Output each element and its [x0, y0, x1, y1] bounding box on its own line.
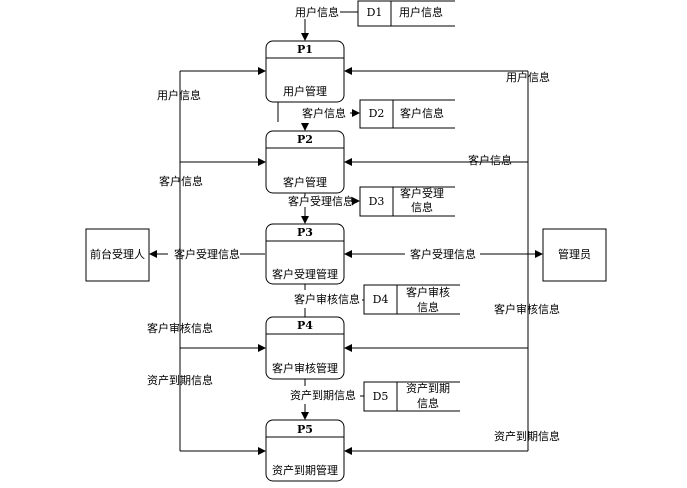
right-asset-label: 资产到期信息	[494, 429, 560, 443]
store-d2-id: D2	[369, 107, 385, 120]
process-p5-name: 资产到期管理	[272, 463, 338, 477]
store-d1-name: 用户信息	[399, 5, 443, 19]
store-d5: D5 资产到期 信息	[363, 381, 460, 412]
process-p4-id: P4	[297, 319, 313, 332]
process-p1-id: P1	[297, 43, 313, 56]
flow-p4-d5-label: 资产到期信息	[290, 388, 356, 402]
store-d4-name-line1: 客户审核	[406, 285, 450, 299]
store-d3-id: D3	[369, 195, 385, 208]
process-p2-name: 客户管理	[283, 175, 327, 189]
process-p3-name: 客户受理管理	[272, 267, 338, 281]
flow-p4-to-d5: 资产到期信息	[290, 379, 364, 420]
process-p4-name: 客户审核管理	[272, 361, 338, 375]
entity-admin: 管理员	[542, 228, 607, 282]
entity-front-desk-label: 前台受理人	[90, 247, 145, 261]
store-d5-id: D5	[373, 390, 389, 403]
flow-p3-to-d4: 客户审核信息	[294, 284, 364, 317]
flow-p3-d4-label: 客户审核信息	[294, 292, 360, 306]
store-d1-id: D1	[367, 6, 383, 19]
flow-p2-to-d3: 客户受理信息	[288, 193, 360, 224]
right-audit-label: 客户审核信息	[494, 302, 560, 316]
right-bus: 用户信息 客户信息 客户受理信息 客户审核信息 资产到期信息	[344, 67, 560, 455]
store-d4: D4 客户审核 信息	[363, 284, 460, 315]
store-d3: D3 客户受理 信息	[359, 186, 455, 217]
right-customer-label: 客户信息	[468, 153, 512, 167]
store-d2-name: 客户信息	[400, 106, 444, 120]
flow-top-to-p1: 用户信息	[295, 5, 358, 41]
process-p1: P1 用户管理	[265, 40, 345, 103]
process-p3: P3 客户受理管理	[265, 223, 345, 285]
flow-p2-d3-label: 客户受理信息	[288, 194, 354, 208]
process-p5: P5 资产到期管理	[265, 419, 345, 482]
store-d4-id: D4	[373, 293, 389, 306]
process-p3-id: P3	[297, 226, 313, 239]
right-accept-label: 客户受理信息	[410, 247, 476, 261]
left-accept-label: 客户受理信息	[174, 247, 240, 261]
left-customer-label: 客户信息	[159, 174, 203, 188]
store-d4-name-line2: 信息	[417, 300, 439, 314]
store-d3-name-line2: 信息	[411, 200, 433, 214]
flow-top-in-label: 用户信息	[295, 5, 339, 19]
process-p5-id: P5	[297, 423, 313, 436]
left-audit-label: 客户审核信息	[147, 321, 213, 335]
entity-admin-label: 管理员	[558, 247, 591, 261]
flow-p1-to-d2: 客户信息	[277, 102, 360, 131]
right-user-label: 用户信息	[506, 70, 550, 84]
store-d2: D2 客户信息	[359, 99, 455, 129]
process-p2-id: P2	[297, 133, 313, 146]
store-d5-name-line2: 信息	[417, 396, 439, 410]
left-user-label: 用户信息	[157, 88, 201, 102]
process-p1-name: 用户管理	[283, 84, 327, 98]
process-p4: P4 客户审核管理	[265, 316, 345, 380]
store-d3-name-line1: 客户受理	[400, 186, 444, 200]
flow-p1-d2-label: 客户信息	[302, 106, 346, 120]
left-bus: 用户信息 客户信息 客户受理信息 客户审核信息 资产到期信息	[147, 67, 266, 455]
store-d1: D1 用户信息	[357, 0, 455, 27]
entity-front-desk: 前台受理人	[85, 228, 150, 282]
left-asset-label: 资产到期信息	[147, 373, 213, 387]
process-p2: P2 客户管理	[265, 130, 345, 194]
store-d5-name-line1: 资产到期	[406, 381, 450, 395]
